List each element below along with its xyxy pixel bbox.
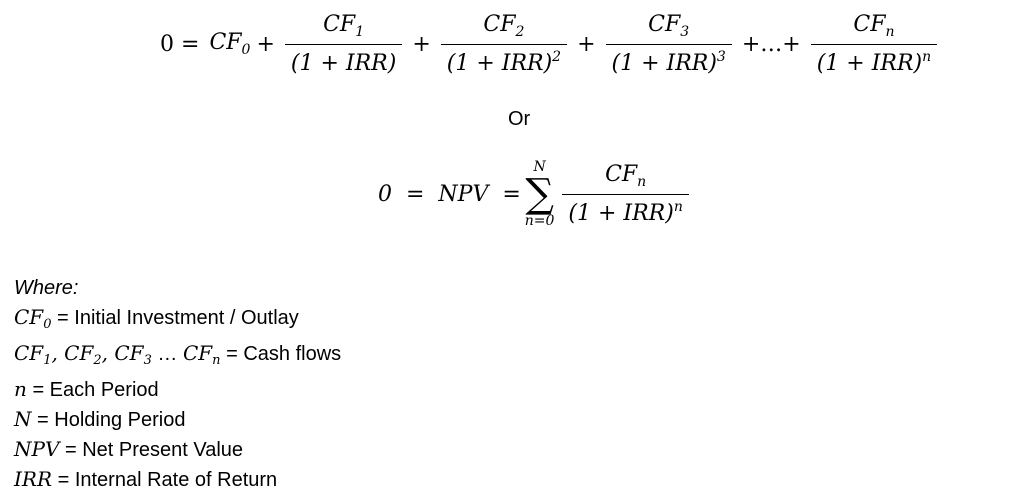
legend-item-period: n = Each Period bbox=[14, 377, 159, 401]
legend-item-cf0: CF0 = Initial Investment / Outlay bbox=[14, 305, 299, 332]
or-text: Or bbox=[508, 108, 531, 130]
eq1-plus: + bbox=[412, 31, 431, 57]
legend-title: Where: bbox=[14, 277, 79, 299]
irr-equation: 0 = CF0 + CF1 (1 + IRR) + CF2 (1 + IRR)2… bbox=[160, 12, 941, 76]
legend-item-npv: NPV = Net Present Value bbox=[14, 437, 244, 461]
eq1-term-1: CF1 (1 + IRR) bbox=[284, 12, 403, 76]
eq1-lhs: 0 = bbox=[160, 31, 200, 57]
eq1-cf0: CF0 bbox=[209, 30, 251, 58]
legend-item-cash-flows: CF1, CF2, CF3 … CFn = Cash flows bbox=[14, 341, 342, 368]
eq1-ellipsis: +…+ bbox=[741, 31, 801, 57]
eq1-term-3: CF3 (1 + IRR)3 bbox=[605, 12, 732, 76]
eq1-term-2: CF2 (1 + IRR)2 bbox=[440, 12, 568, 76]
variable-legend: Where: CF0 = Initial Investment / Outlay… bbox=[14, 274, 341, 495]
npv-equation: 0 = NPV = N ∑ n=0 CFn (1 + IRR)n bbox=[378, 160, 693, 228]
eq1-term-n: CFn (1 + IRR)n bbox=[810, 12, 938, 76]
legend-item-holding-period: N = Holding Period bbox=[14, 407, 186, 431]
eq1-plus: + bbox=[256, 31, 275, 57]
eq2-fraction: CFn (1 + IRR)n bbox=[562, 162, 689, 226]
legend-item-irr: IRR = Internal Rate of Return bbox=[14, 467, 278, 491]
eq2-lhs: 0 = NPV = bbox=[378, 181, 521, 207]
summation-symbol: N ∑ n=0 bbox=[524, 159, 555, 229]
eq1-plus: + bbox=[577, 31, 596, 57]
